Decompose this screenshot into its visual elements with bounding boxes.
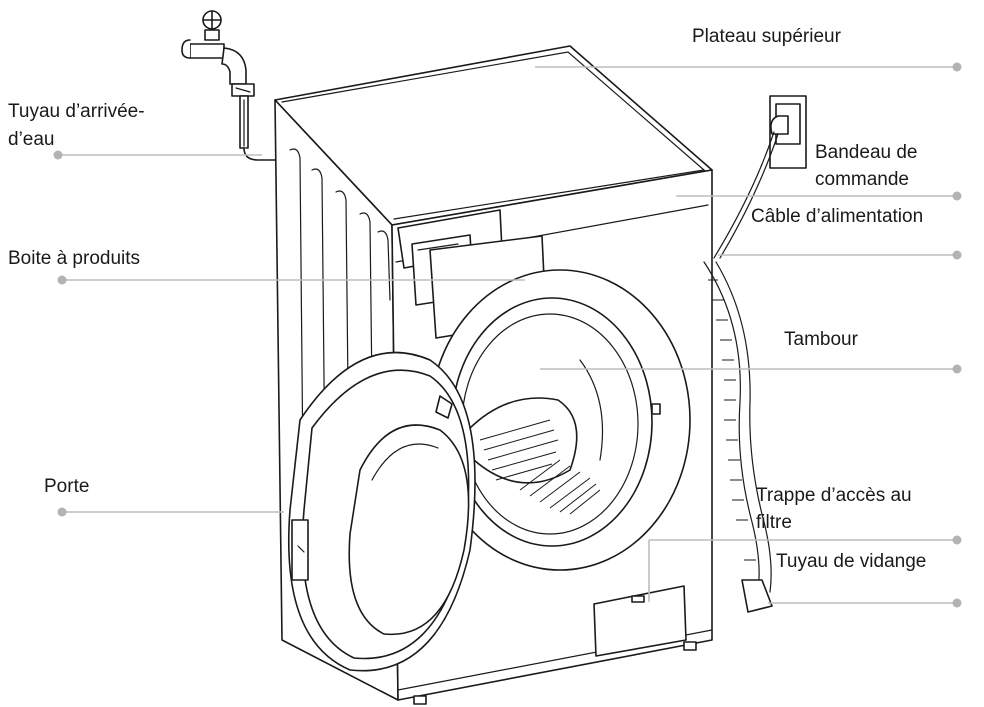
leader-dot-trappe — [952, 535, 962, 545]
label-tuyau-vidange: Tuyau de vidange — [776, 551, 927, 572]
drain-hose — [703, 261, 773, 613]
power-cable — [713, 95, 807, 259]
machine-door — [287, 351, 476, 672]
label-porte: Porte — [44, 476, 90, 497]
label-bandeau-line1: Bandeau de — [815, 142, 918, 163]
leader-dot-boite — [57, 275, 67, 285]
filter-access-hatch — [593, 585, 687, 657]
leader-dot-cable — [952, 250, 962, 260]
leader-lines — [53, 62, 962, 608]
leader-dot-plateau — [952, 62, 962, 72]
label-tuyau-arrivee-line1: Tuyau d’arrivée- — [8, 101, 145, 122]
leader-dot-tambour — [952, 364, 962, 374]
water-faucet — [181, 10, 287, 161]
label-cable-alimentation: Câble d’alimentation — [751, 206, 924, 227]
label-tuyau-arrivee-line2: d’eau — [8, 129, 55, 150]
drum-opening — [429, 269, 691, 571]
leader-dot-bandeau — [952, 191, 962, 201]
label-tambour: Tambour — [784, 329, 858, 350]
leader-dot-vidange — [952, 598, 962, 608]
label-trappe-line2: filtre — [756, 512, 792, 533]
drum-perforation-pattern — [479, 419, 601, 515]
label-trappe-line1: Trappe d’accès au — [756, 485, 912, 506]
label-bandeau-line2: commande — [815, 169, 909, 190]
leader-dot-tuyau-arrivee — [53, 150, 63, 160]
label-plateau-superieur: Plateau supérieur — [692, 26, 841, 47]
label-boite-produits: Boite à produits — [8, 248, 141, 269]
leader-dot-porte — [57, 507, 67, 517]
